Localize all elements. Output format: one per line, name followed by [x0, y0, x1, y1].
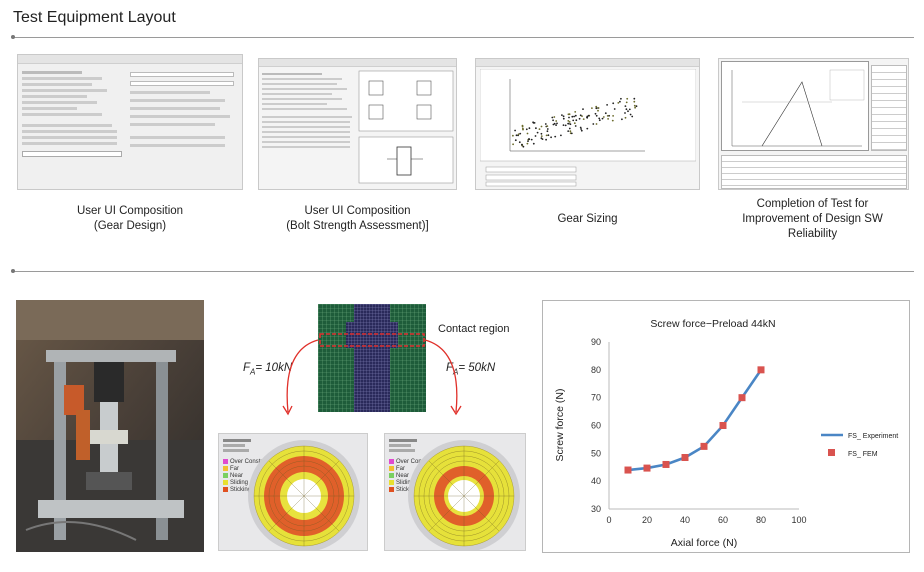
fem-contact-model — [318, 304, 426, 412]
test-rig-photo — [16, 300, 204, 552]
x-tick-label: 40 — [680, 515, 690, 525]
series-fem-point — [643, 464, 651, 472]
fem-result-50kn: Over Constrained Far Near Sliding Sticki… — [384, 433, 526, 551]
legend-over-constrained-2: Over Constrained — [396, 458, 444, 465]
x-tick-label: 0 — [606, 515, 611, 525]
header-divider-dot — [11, 35, 15, 39]
series-fem-point — [681, 454, 689, 462]
chart-title: Screw force−Preload 44kN — [650, 318, 775, 330]
legend-sliding-2: Sliding — [396, 479, 415, 486]
gear-sizing-screenshot — [475, 58, 700, 190]
y-axis-label: Screw force (N) — [554, 389, 566, 462]
bolt-strength-screenshot — [258, 58, 457, 190]
test-completion-caption: Completion of Test for Improvement of De… — [742, 198, 883, 240]
gear-sizing-caption: Gear Sizing — [557, 213, 618, 225]
legend-fem-label: FS_ FEM — [848, 451, 878, 458]
gear-design-screenshot — [17, 54, 243, 190]
section-divider-dot — [11, 269, 15, 273]
contact-region-label: Contact region — [438, 323, 510, 335]
screw-force-chart-panel: Screw force−Preload 44kN 0 20 40 60 80 100 30 4… — [542, 300, 910, 553]
fem-result-10kn: Over Constrained Far Near Sliding Sticki… — [218, 433, 368, 551]
series-fem-point — [700, 442, 708, 450]
legend-fem-swatch — [828, 449, 835, 456]
x-tick-label: 100 — [791, 515, 806, 525]
chart-legend: FS_ Experiment FS_ FEM — [821, 433, 898, 458]
series-experiment-line — [627, 369, 763, 472]
fa2-label: FA= 50kN — [446, 362, 496, 377]
fa1-label: FA= 10kN — [243, 362, 293, 377]
legend-far: Far — [230, 465, 239, 472]
legend-near: Near — [230, 472, 244, 479]
header-divider — [13, 37, 914, 38]
legend-near-2: Near — [396, 472, 410, 479]
y-tick-label: 90 — [591, 337, 601, 347]
series-fem-point — [719, 422, 727, 429]
legend-sticking: Sticking — [230, 486, 252, 493]
y-tick-label: 80 — [591, 365, 601, 375]
gear-sizing-scatter — [480, 69, 696, 187]
gear-design-caption: User UI Composition (Gear Design) — [76, 205, 184, 232]
x-axis-label: Axial force (N) — [671, 537, 738, 549]
section-divider — [13, 271, 914, 272]
legend-sliding: Sliding — [230, 479, 249, 486]
legend-experiment-label: FS_ Experiment — [848, 433, 898, 440]
y-tick-label: 50 — [591, 448, 601, 458]
legend-sticking-2: Sticking — [396, 486, 418, 493]
bolt-strength-caption: User UI Composition (Bolt Strength Asses… — [286, 205, 429, 232]
y-tick-label: 30 — [591, 504, 601, 514]
y-tick-label: 40 — [591, 476, 601, 486]
legend-far-2: Far — [396, 465, 405, 472]
x-tick-label: 60 — [718, 515, 728, 525]
series-fem-point — [738, 394, 746, 402]
screw-force-chart: Screw force−Preload 44kN 0 20 40 60 80 100 30 4… — [554, 318, 898, 549]
series-fem-point — [757, 366, 765, 374]
y-tick-label: 60 — [591, 421, 601, 431]
x-tick-label: 80 — [756, 515, 766, 525]
y-tick-label: 70 — [591, 393, 601, 403]
x-tick-label: 20 — [642, 515, 652, 525]
page-title: Test Equipment Layout — [13, 9, 176, 26]
series-fem-point — [662, 460, 670, 468]
test-completion-screenshot — [718, 58, 909, 190]
series-fem-point — [624, 466, 632, 474]
bolt-diagrams — [358, 70, 454, 184]
fem-arrows — [282, 339, 462, 416]
legend-over-constrained: Over Constrained — [230, 458, 278, 465]
